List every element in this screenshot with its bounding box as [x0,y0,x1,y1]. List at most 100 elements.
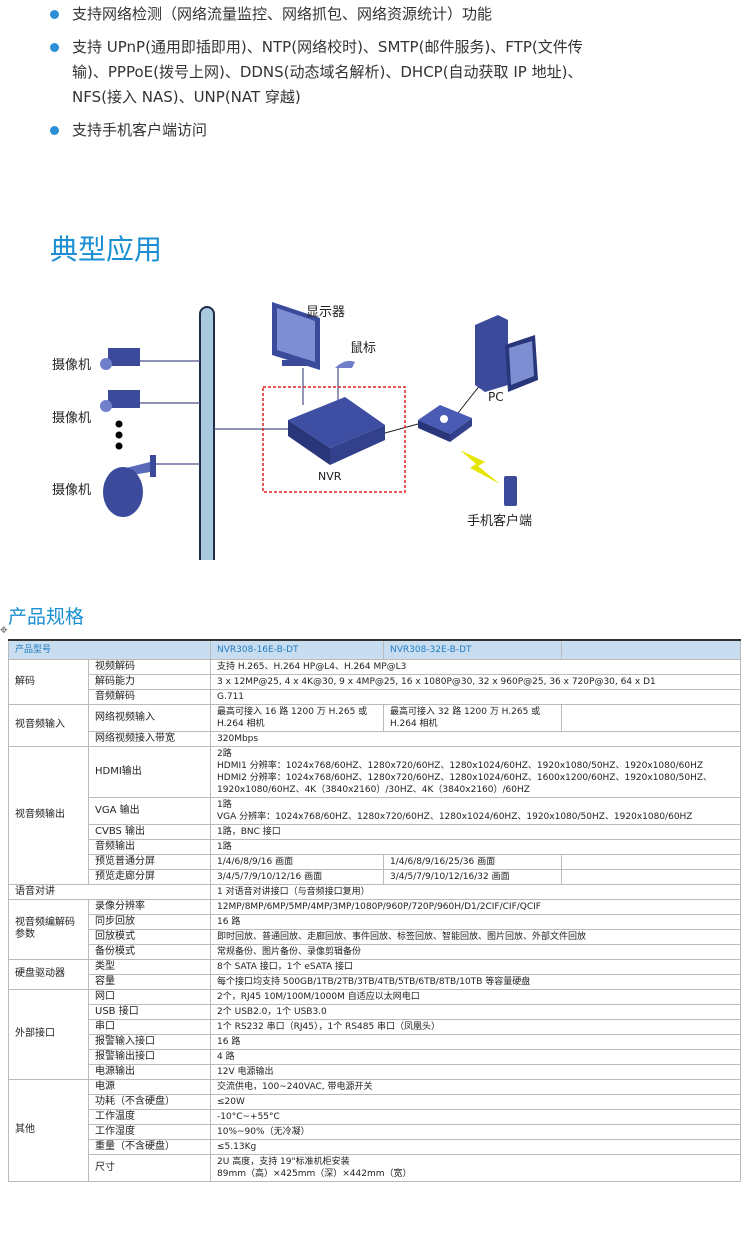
spec-label: HDMI输出 [87,745,212,798]
mobile-label: 手机客户端 [467,513,532,529]
spec-label: 容量 [87,973,212,990]
table-row: 工作温度-10°C~+55°C [9,1108,742,1125]
pc-icon [475,315,538,392]
switch-icon [418,405,472,442]
network-bus [199,306,215,560]
bullet-icon [50,43,59,52]
spec-label: 电源输出 [87,1063,212,1080]
nvr-highlight-box [262,386,406,493]
table-row: 功耗（不含硬盘）≤20W [9,1093,742,1110]
mobile-phone-icon [504,476,517,506]
spec-label: 回放模式 [87,928,212,945]
feature-text: 支持手机客户端访问 [72,121,208,139]
spec-value: ≤20W [210,1093,742,1110]
more-dots-icon [115,420,123,450]
spec-value: 320Mbps [210,730,742,747]
spec-value: -10°C~+55°C [210,1108,742,1125]
spec-label: 类型 [87,958,212,975]
spec-value: 1个 RS232 串口（RJ45），1个 RS485 串口（凤凰头） [210,1018,742,1035]
monitor-icon [272,302,320,370]
spec-label: 视频解码 [87,658,212,675]
spec-value: G.711 [210,688,742,705]
spec-value: 1路 VGA 分辨率：1024x768/60HZ、1280x720/60HZ、1… [210,796,742,825]
spec-label: 尺寸 [87,1153,212,1182]
spec-value: 1路，BNC 接口 [210,823,742,840]
spec-value: 12MP/8MP/6MP/5MP/4MP/3MP/1080P/960P/720P… [210,898,742,915]
section-title-spec: 产品规格 [8,606,85,628]
camera-label: 摄像机 [52,483,91,498]
feature-item: 支持 UPnP(通用即插即用)、NTP(网络校时)、SMTP(邮件服务)、FTP… [48,35,608,110]
table-row: 容量每个接口均支持 500GB/1TB/2TB/3TB/4TB/5TB/6TB/… [9,973,742,990]
group-label: 语音对讲 [7,883,212,900]
model-name [561,639,742,660]
spec-value: 12V 电源输出 [210,1063,742,1080]
spec-label: 备份模式 [87,943,212,960]
spec-value: 16 路 [210,1033,742,1050]
spec-value: 16 路 [210,913,742,930]
spec-value: 1路 [210,838,742,855]
spec-label: 串口 [87,1018,212,1035]
spec-value: 交流供电，100~240VAC, 带电源开关 [210,1078,742,1095]
spec-value: 每个接口均支持 500GB/1TB/2TB/3TB/4TB/5TB/6TB/8T… [210,973,742,990]
spec-label: 功耗（不含硬盘） [87,1093,212,1110]
camera-label: 摄像机 [52,358,91,373]
spec-label: 解码能力 [87,673,212,690]
table-row: 重量（不含硬盘）≤5.13Kg [9,1138,742,1155]
spec-label: 网络视频输入 [87,703,212,732]
section-title-application: 典型应用 [50,233,163,266]
bullet-icon [50,10,59,19]
group-label: 硬盘驱动器 [8,958,89,990]
spec-value: 8个 SATA 接口，1个 eSATA 接口 [210,958,742,975]
spec-label: VGA 输出 [87,796,212,825]
spec-label: 报警输入接口 [87,1033,212,1050]
mouse-icon [335,360,355,368]
spec-label: 音频输出 [87,838,212,855]
spec-value: ≤5.13Kg [210,1138,742,1155]
spec-label: 网络视频接入带宽 [87,730,212,747]
dome-camera-icon [103,455,156,517]
group-label: 视音频输出 [8,745,89,885]
table-row: 解码视频解码支持 H.265、H.264 HP@L4、H.264 MP@L3 [8,658,742,705]
spec-label: 重量（不含硬盘） [87,1138,212,1155]
table-row: 其他电源交流供电，100~240VAC, 带电源开关 [8,1078,742,1182]
empty-cell [561,853,742,870]
spec-value: 常规备份、图片备份、录像剪辑备份 [210,943,742,960]
group-label: 解码 [8,658,89,705]
model-name: NVR308-16E-B-DT [210,639,385,660]
nvr-label: NVR [318,470,342,483]
model-name: NVR308-32E-B-DT [383,639,563,660]
spec-value: 最高可接入 32 路 1200 万 H.265 或 H.264 相机 [383,703,563,732]
table-move-handle-icon[interactable]: ✥ [0,626,8,636]
group-label: 视音频编解码参数 [8,898,89,960]
mouse-label: 鼠标 [350,341,376,356]
spec-value: 10%~90%（无冷凝） [210,1123,742,1140]
spec-label: 电源 [87,1078,212,1095]
spec-value: 2路 HDMI1 分辨率：1024x768/60HZ、1280x720/60HZ… [210,745,742,798]
camera-label: 摄像机 [52,411,91,426]
camera-icon [100,348,140,370]
spec-value: 3 x 12MP@25, 4 x 4K@30, 9 x 4MP@25, 16 x… [210,673,742,690]
spec-value: 最高可接入 16 路 1200 万 H.265 或 H.264 相机 [210,703,385,732]
group-label: 其他 [8,1078,89,1182]
camera-icon [100,390,140,412]
wireless-icon [460,450,500,484]
bullet-icon [50,126,59,135]
spec-label: 工作湿度 [87,1123,212,1140]
empty-cell [561,703,742,732]
spec-value: 2个 USB2.0，1个 USB3.0 [210,1003,742,1020]
spec-value: 2个，RJ45 10M/100M/1000M 自适应以太网电口 [210,988,742,1005]
pc-label: PC [488,390,504,404]
group-label: 外部接口 [8,988,89,1080]
